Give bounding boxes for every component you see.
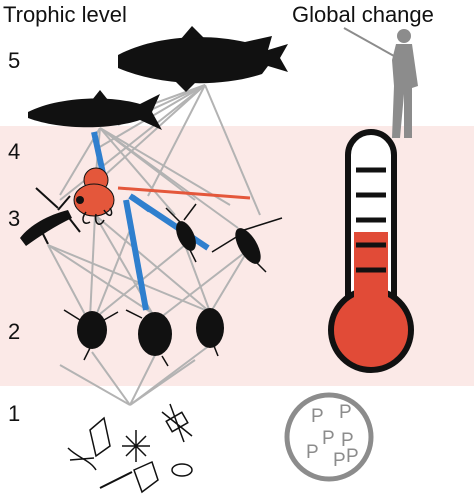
trophic-level-heading: Trophic level: [3, 2, 127, 27]
nutrient-p-7: P: [346, 446, 359, 467]
top-predator-fish-icon: [118, 26, 288, 92]
level-5-label: 5: [8, 48, 21, 73]
trophic-links: [47, 84, 261, 406]
phytoplankton-icons: [67, 403, 193, 494]
thermometer-icon: [328, 129, 414, 373]
nutrient-p-2: P: [339, 402, 352, 423]
nutrient-p-6: P: [333, 450, 346, 471]
predatory-zooplankter-icon: [165, 203, 197, 263]
nutrient-p-1: P: [311, 406, 324, 427]
planktivore-fish-icon: [28, 90, 162, 130]
predatory-larva-icon: [20, 187, 81, 246]
nutrient-p-3: P: [322, 428, 335, 449]
nutrient-p-4: P: [341, 430, 354, 451]
grazer-daphnia-icon-1: [63, 309, 119, 361]
angler-icon: [343, 27, 418, 138]
level-4-label: 4: [8, 139, 21, 164]
nutrient-p-5: P: [306, 442, 319, 463]
copepod-icon: [211, 217, 283, 273]
invasive-zooplankter-icon: [73, 167, 251, 225]
level-3-label: 3: [8, 206, 21, 231]
grazer-daphnia-icon-3: [196, 308, 224, 357]
global-change-heading: Global change: [292, 2, 434, 27]
level-1-label: 1: [8, 401, 21, 426]
grazer-daphnia-icon-2: [125, 309, 172, 367]
phosphorus-icon: P P P P P P P: [284, 392, 374, 482]
level-2-label: 2: [8, 319, 21, 344]
